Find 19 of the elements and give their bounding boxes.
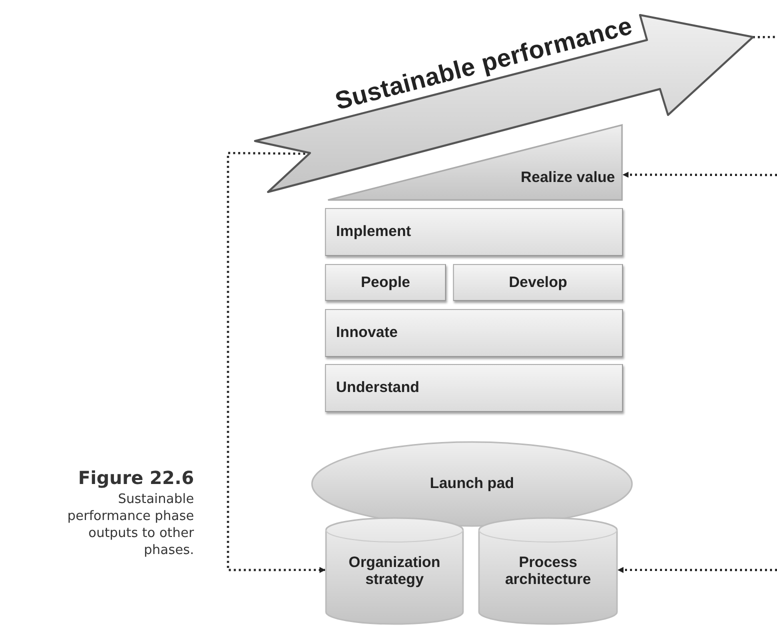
layer-bar — [453, 264, 623, 301]
layer-bar — [325, 309, 623, 357]
dotted-connector — [622, 172, 777, 178]
node-label: Develop — [508, 274, 568, 292]
dotted-connector — [618, 566, 777, 573]
node-label: Organization strategy — [348, 554, 442, 588]
block-label: Realize value — [520, 169, 615, 186]
figure-number: Figure 22.6 — [77, 468, 194, 489]
node-label: Innovate — [336, 324, 398, 342]
node-label: Process architecture — [504, 554, 592, 588]
dotted-connector — [752, 36, 777, 38]
node-label: Implement — [336, 223, 412, 241]
figure-caption: Sustainable performance phase outputs to other phases. — [66, 492, 194, 560]
layer-bar — [325, 264, 446, 301]
node-label: Understand — [336, 379, 420, 397]
node-label: People — [360, 274, 410, 292]
layer-bar — [325, 208, 623, 256]
layer-bar — [325, 364, 623, 412]
node-label: Launch pad — [430, 475, 514, 493]
